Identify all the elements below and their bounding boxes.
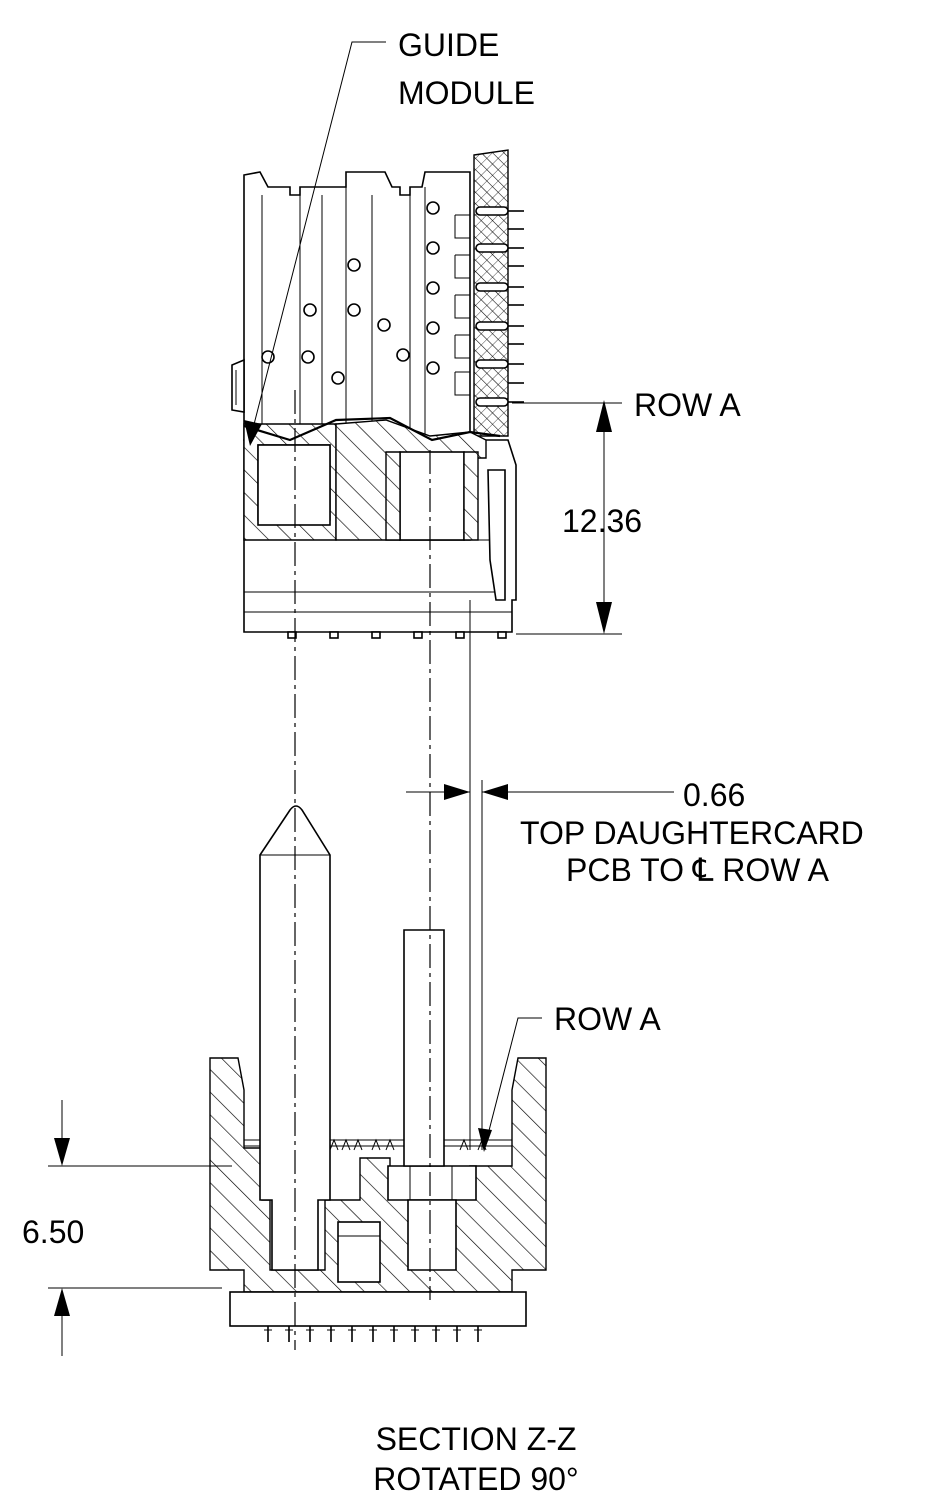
backplane-base <box>229 1291 527 1327</box>
center-block <box>337 1221 381 1283</box>
guide-module-callout: GUIDE MODULE <box>244 27 535 446</box>
row-a-top-callout: ROW A <box>512 387 741 423</box>
backplane-header <box>209 805 547 1342</box>
contact-wafers <box>454 214 470 396</box>
dim-0-66-label: 0.66 <box>683 777 745 813</box>
center-lines <box>294 390 483 1350</box>
daughtercard-module <box>231 149 524 639</box>
row-a-top-label: ROW A <box>634 387 741 423</box>
section-caption: SECTION Z-Z ROTATED 90° <box>373 1421 578 1497</box>
press-fit-pins <box>475 206 524 407</box>
row-a-bottom-label: ROW A <box>554 1001 661 1037</box>
guide-module-label-1: GUIDE <box>398 27 499 63</box>
row-a-bottom-callout: ROW A <box>478 1001 661 1152</box>
housing-bottom-pins <box>287 631 507 639</box>
signal-pin <box>403 929 445 1167</box>
pcb-note-line2: PCB TO ℄ ROW A <box>566 852 830 888</box>
pcb-note-line1: TOP DAUGHTERCARD <box>520 815 864 851</box>
dimension-6-50: 6.50 <box>22 1100 232 1356</box>
daughtercard-pcb <box>473 149 509 437</box>
guide-module-label-2: MODULE <box>398 75 535 111</box>
section-subtitle: ROTATED 90° <box>373 1461 578 1497</box>
dim-12-36-label: 12.36 <box>562 503 642 539</box>
dim-6-50-label: 6.50 <box>22 1214 84 1250</box>
dimension-12-36: 12.36 <box>516 400 642 635</box>
hex-nut <box>387 1165 477 1201</box>
backplane-pins <box>264 1326 482 1342</box>
dimension-0-66: 0.66 TOP DAUGHTERCARD PCB TO ℄ ROW A <box>406 777 864 888</box>
section-title: SECTION Z-Z <box>376 1421 577 1457</box>
alignment-holes <box>261 201 440 385</box>
